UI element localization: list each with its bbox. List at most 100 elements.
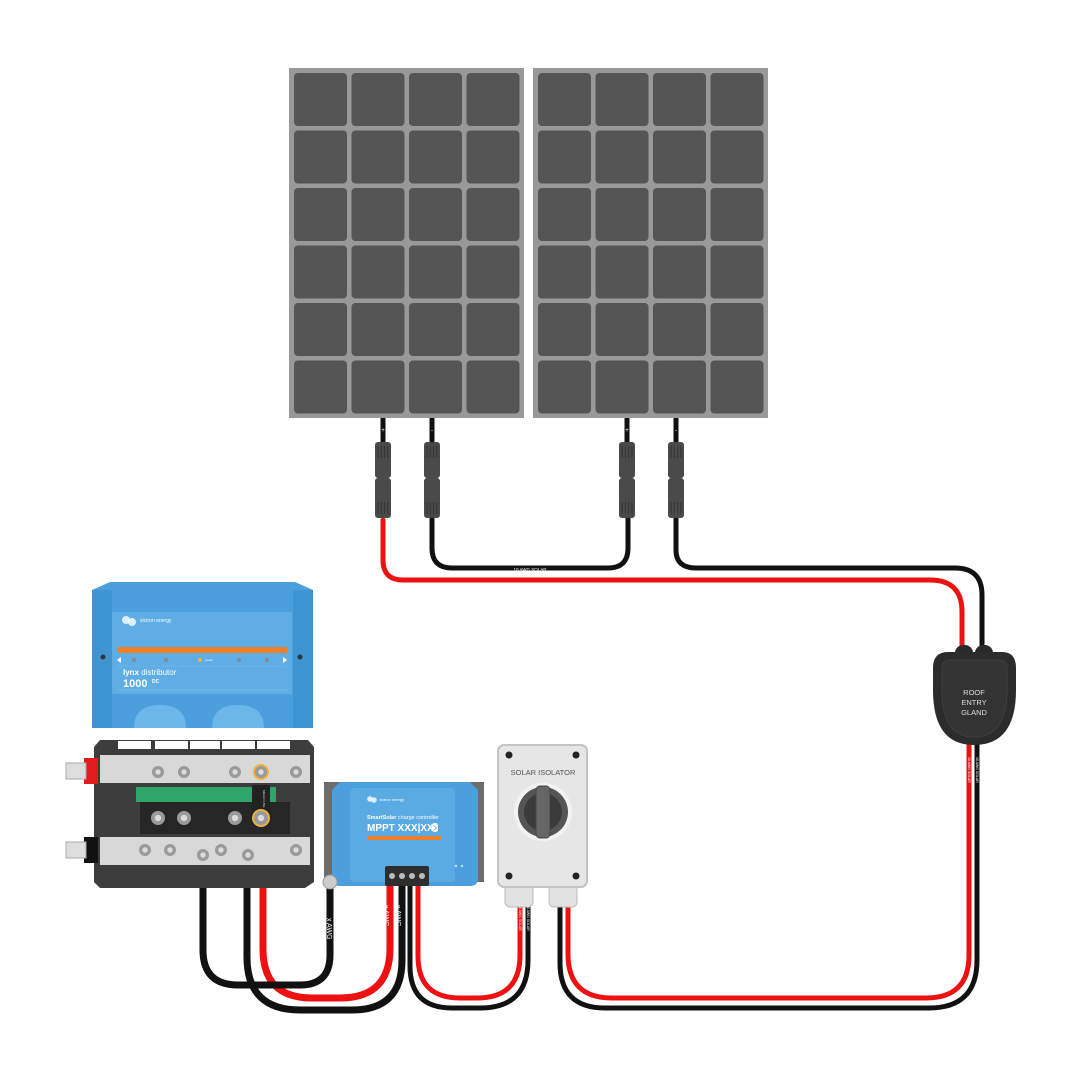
solar-cell — [595, 73, 649, 126]
solar-cell — [595, 303, 649, 356]
gland-label-line3: GLAND — [961, 708, 987, 717]
solar-cell — [710, 73, 764, 126]
lynx-busbar: MEGA FUSE — [65, 740, 314, 888]
solar-cell — [538, 188, 591, 241]
solar-cell — [710, 130, 764, 184]
panel-leads — [380, 418, 679, 445]
lynx-rating: 1000 — [123, 678, 147, 690]
lynx-unit: DC — [152, 679, 160, 685]
panel2-minus-label: - — [675, 428, 677, 434]
mega-fuse-label: MEGA FUSE — [262, 790, 266, 808]
solar-cell — [653, 360, 706, 414]
solar-cell — [294, 188, 347, 241]
solar-cell — [409, 245, 462, 299]
gland-label-line2: ENTRY — [961, 698, 986, 707]
series-cable — [429, 512, 631, 571]
isolator-to-mppt-black — [407, 882, 531, 1011]
gland-black-cable-label: 10 AWG SOLAR — [975, 757, 979, 783]
lynx-leds — [132, 658, 269, 662]
solar-cell — [351, 73, 405, 126]
solar-cell — [710, 245, 764, 299]
solar-cell — [409, 130, 462, 184]
solar-cell — [538, 73, 591, 126]
solar-cell — [538, 303, 591, 356]
ground-lug — [322, 874, 338, 890]
solar-cell — [351, 245, 405, 299]
panel2-plus-label: + — [625, 428, 629, 434]
pv-positive-cable — [380, 517, 965, 653]
panel1-minus-label: - — [431, 428, 433, 434]
solar-cell — [466, 360, 520, 414]
solar-cell — [653, 245, 706, 299]
solar-cell — [294, 303, 347, 356]
solar-cell — [351, 360, 405, 414]
solar-cell — [294, 360, 347, 414]
solar-cell — [653, 130, 706, 184]
cables — [199, 512, 985, 1014]
isolator-red-cable-label: 10 AWG SOLAR — [518, 905, 522, 931]
solar-cell — [653, 188, 706, 241]
roof-entry-gland: ROOF ENTRY GLAND — [933, 645, 1016, 745]
lynx-name: lynx distributor — [123, 668, 177, 677]
mc4-connector-bottom — [668, 478, 684, 518]
series-cable-label: 10 AWG SOLAR — [513, 567, 547, 572]
status-led — [237, 658, 241, 662]
busbar-bolts — [139, 764, 302, 861]
mppt-positive-battery-cable — [259, 816, 394, 1002]
isolator-to-mppt-red — [415, 882, 523, 1001]
solar-isolator: SOLAR ISOLATOR — [497, 744, 588, 908]
solar-cell — [538, 245, 591, 299]
solar-cell — [351, 130, 405, 184]
mc4-connector-bottom — [619, 478, 635, 518]
solar-cell — [294, 245, 347, 299]
isolator-black-cable-label: 10 AWG SOLAR — [526, 905, 530, 931]
mc4-connector-bottom — [375, 478, 391, 518]
status-led — [132, 658, 136, 662]
negative-terminal — [84, 837, 98, 863]
mppt-brand: victron energy — [379, 797, 404, 802]
solar-cell — [710, 303, 764, 356]
solar-cell — [595, 130, 649, 184]
solar-cell — [595, 245, 649, 299]
solar-cell — [710, 360, 764, 414]
solar-cell — [294, 130, 347, 184]
solar-cell — [409, 188, 462, 241]
mc4-connector-bottom — [424, 478, 440, 518]
mc4-connector-top — [375, 442, 391, 478]
isolator-switch-knob[interactable] — [535, 785, 551, 839]
solar-cell — [710, 188, 764, 241]
mppt-series: SmartSolar charge controller — [367, 815, 439, 821]
solar-cell — [653, 303, 706, 356]
solar-panel-1 — [289, 68, 524, 418]
mppt-ground-cable-label: x AWG — [325, 918, 332, 940]
mega-fuse — [252, 785, 270, 815]
solar-cell — [466, 130, 520, 184]
status-led — [198, 658, 202, 662]
solar-cell — [351, 303, 405, 356]
solar-cell — [351, 188, 405, 241]
positive-terminal — [84, 758, 98, 784]
solar-cell — [595, 360, 649, 414]
lynx-distributor: victron energy power lynx distributor 10… — [92, 582, 313, 728]
solar-cell — [466, 303, 520, 356]
mc4-connector-top — [668, 442, 684, 478]
status-led — [265, 658, 269, 662]
mc4-connector-top — [424, 442, 440, 478]
solar-cell — [653, 73, 706, 126]
gland-red-cable-label: 10 AWG SOLAR — [967, 757, 971, 783]
solar-cell — [466, 73, 520, 126]
solar-cell — [409, 303, 462, 356]
isolator-label: SOLAR ISOLATOR — [511, 768, 576, 777]
lynx-brand: victron energy — [140, 618, 172, 624]
mppt-negative-cable-label: x AWG — [394, 905, 401, 927]
mc4-connectors — [375, 442, 684, 518]
victron-logo-icon — [122, 616, 136, 626]
mppt-charge-controller: victron energy SmartSolar charge control… — [322, 782, 484, 890]
gland-label-line1: ROOF — [963, 688, 985, 697]
mppt-negative-battery-cable — [243, 866, 406, 1014]
solar-cell — [409, 360, 462, 414]
bluetooth-icon — [432, 823, 438, 832]
solar-cell — [294, 73, 347, 126]
solar-panel-2 — [533, 68, 768, 418]
